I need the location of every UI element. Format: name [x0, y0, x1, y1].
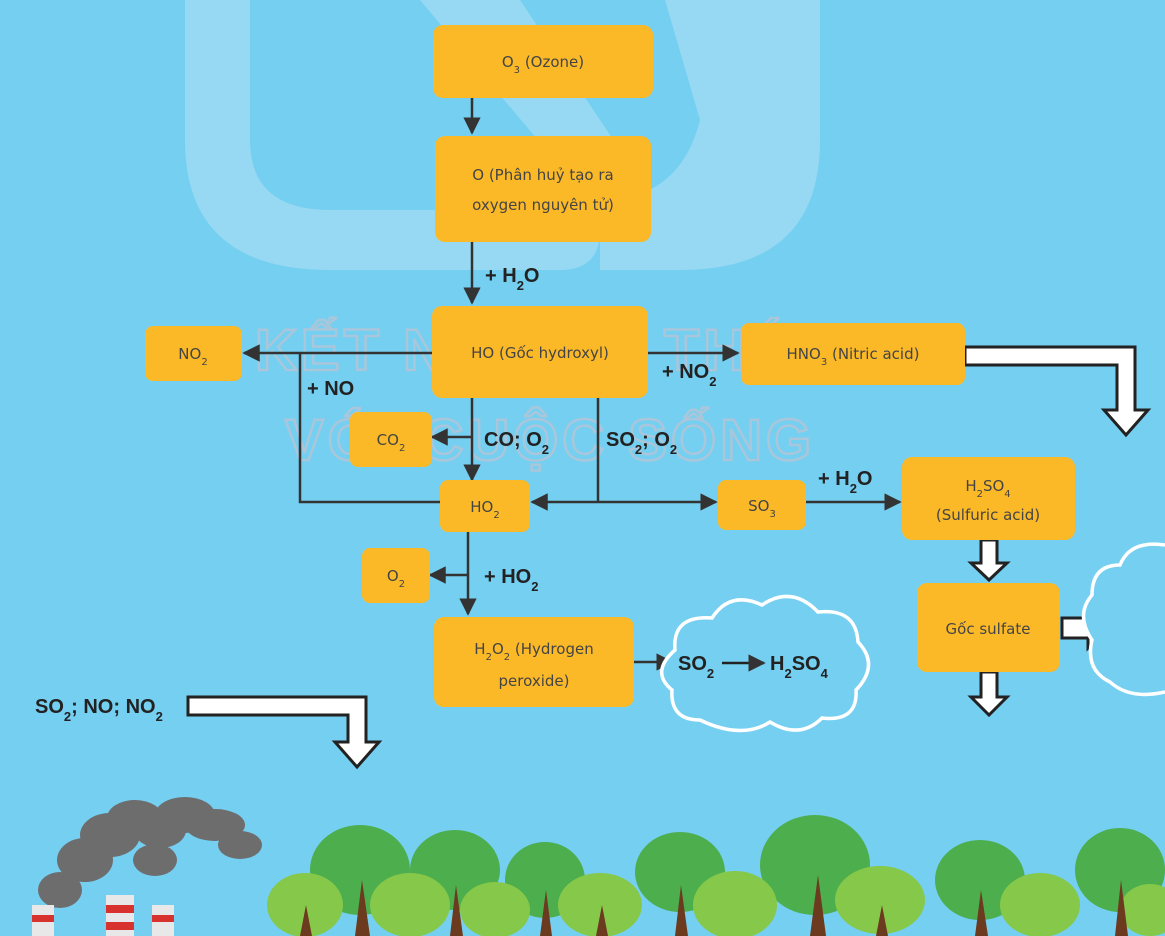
- factory-smoke: [38, 797, 262, 908]
- box-so3: SO3: [718, 480, 806, 530]
- reaction-labels: + H2O + NO + NO2 CO; O2 SO2; O2 + H2O + …: [35, 265, 872, 724]
- label-emissions: SO2; NO; NO2: [35, 696, 163, 724]
- svg-text:Gốc sulfate: Gốc sulfate: [946, 620, 1031, 638]
- connectors: [242, 98, 902, 671]
- svg-text:oxygen nguyên tử): oxygen nguyên tử): [472, 196, 614, 214]
- label-cloud-so2: SO2: [678, 653, 714, 681]
- label-plus-h2o-top: + H2O: [485, 265, 539, 293]
- label-so2-o2: SO2; O2: [606, 429, 677, 457]
- svg-text:HO (Gốc hydroxyl): HO (Gốc hydroxyl): [471, 344, 609, 362]
- svg-text:CO2: CO2: [377, 431, 406, 454]
- label-plus-h2o-right: + H2O: [818, 468, 872, 496]
- box-ozone: O3 (Ozone): [433, 25, 653, 98]
- box-h2so4: H2SO4 (Sulfuric acid): [902, 457, 1075, 540]
- svg-text:SO3: SO3: [748, 497, 776, 520]
- box-sulfate: Gốc sulfate: [917, 583, 1060, 672]
- svg-text:(Sulfuric acid): (Sulfuric acid): [936, 506, 1040, 524]
- right-cloud: [1081, 542, 1165, 697]
- h2so4-down-arrow: [967, 538, 1011, 583]
- label-plus-no: + NO: [307, 378, 354, 400]
- box-h2o2: H2O2 (Hydrogen peroxide): [434, 617, 634, 707]
- box-hno3: HNO3 (Nitric acid): [741, 323, 965, 385]
- svg-text:HNO3 (Nitric acid): HNO3 (Nitric acid): [787, 345, 920, 368]
- factory-chimneys: [32, 895, 174, 936]
- label-co-o2: CO; O2: [484, 429, 549, 457]
- hno3-down-arrow: [963, 345, 1152, 438]
- svg-text:H2SO4: H2SO4: [965, 477, 1010, 500]
- label-plus-no2: + NO2: [662, 361, 716, 389]
- svg-text:H2O2 (Hydrogen: H2O2 (Hydrogen: [474, 640, 593, 663]
- svg-text:HO2: HO2: [470, 498, 499, 521]
- box-atomic-oxygen: O (Phân huỷ tạo ra oxygen nguyên tử): [435, 136, 651, 242]
- forest: [267, 815, 1165, 936]
- svg-text:O (Phân huỷ tạo ra: O (Phân huỷ tạo ra: [472, 166, 613, 184]
- svg-text:NO2: NO2: [178, 345, 207, 368]
- line-no-loop: [298, 353, 440, 504]
- box-hydroxyl: HO (Gốc hydroxyl): [432, 306, 648, 398]
- box-ho2: HO2: [440, 480, 530, 532]
- label-cloud-h2so4: H2SO4: [770, 653, 829, 681]
- box-co2: CO2: [350, 412, 432, 467]
- svg-text:O2: O2: [387, 567, 405, 590]
- sulfate-down-arrow: [967, 670, 1011, 718]
- outline-arrows: [186, 345, 1152, 770]
- box-o2: O2: [362, 548, 430, 603]
- box-no2: NO2: [145, 326, 242, 381]
- svg-text:O3 (Ozone): O3 (Ozone): [502, 53, 584, 76]
- emissions-down-arrow: [186, 695, 383, 770]
- svg-text:peroxide): peroxide): [499, 672, 570, 690]
- label-plus-ho2: + HO2: [484, 566, 538, 594]
